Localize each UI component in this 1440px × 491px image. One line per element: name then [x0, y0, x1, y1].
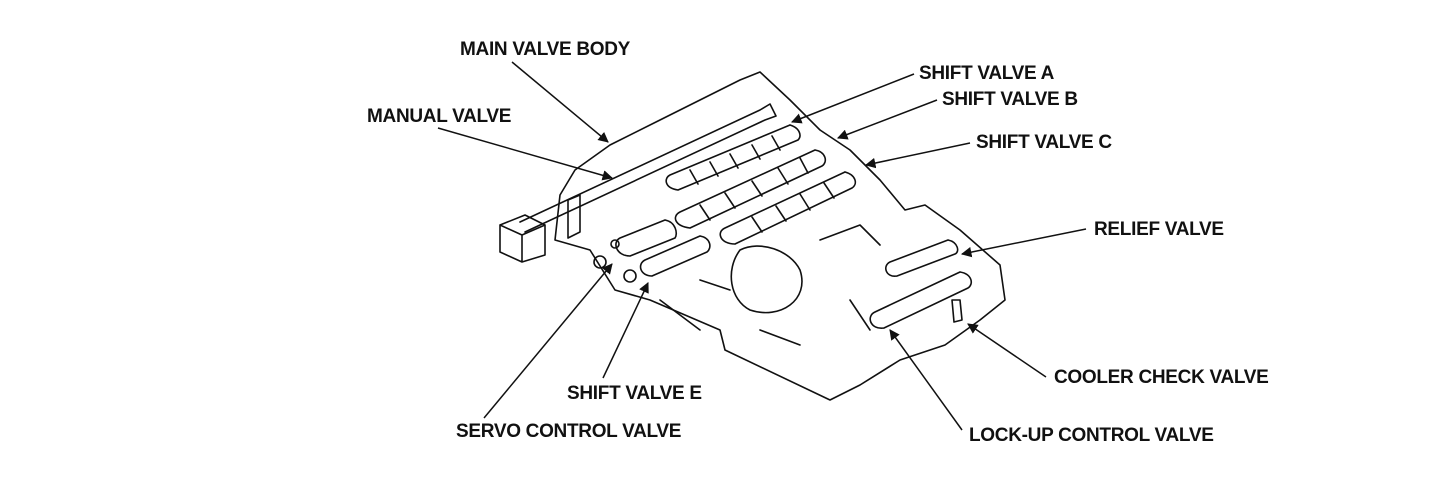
valve-body-contour: [659, 224, 881, 346]
shift-valve-b-spool: [674, 149, 827, 229]
leader-shift-valve-e: [602, 282, 649, 379]
label-shift-valve-b: SHIFT VALVE B: [942, 89, 1078, 110]
servo-control-valve-spool: [615, 219, 678, 257]
shift-valve-a-lands: [689, 135, 781, 185]
leader-shift-valve-a: [791, 73, 915, 124]
port-circle: [623, 269, 637, 283]
label-manual-valve: MANUAL VALVE: [367, 106, 512, 127]
shift-valve-b-lands: [699, 157, 809, 221]
label-shift-valve-e: SHIFT VALVE E: [567, 383, 702, 404]
leader-relief-valve: [960, 228, 1087, 258]
leader-manual-valve: [437, 127, 614, 181]
label-main-valve-body: MAIN VALVE BODY: [460, 39, 631, 60]
cooler-check-valve-body: [951, 299, 963, 323]
leader-servo-control-valve: [483, 263, 613, 419]
label-lock-up-control-valve: LOCK-UP CONTROL VALVE: [969, 425, 1214, 446]
shift-valve-c-spool: [719, 171, 857, 245]
label-shift-valve-c: SHIFT VALVE C: [976, 132, 1112, 153]
manual-valve-rod: [519, 103, 777, 233]
lock-up-control-valve-spool: [869, 271, 973, 329]
relief-valve-spool: [885, 239, 959, 277]
valve-body-outline: [554, 71, 1006, 401]
leader-lock-up-control-valve: [889, 329, 963, 431]
manual-valve-handle: [499, 214, 546, 263]
label-shift-valve-a: SHIFT VALVE A: [919, 63, 1055, 84]
shift-valve-e-spool: [639, 235, 711, 277]
leader-shift-valve-b: [837, 99, 938, 140]
shift-valve-a-spool: [665, 124, 801, 191]
shift-valve-c-lands: [751, 182, 835, 233]
leader-shift-valve-c: [864, 142, 971, 169]
leader-main-valve-body: [511, 61, 609, 143]
leader-cooler-check-valve: [967, 323, 1047, 378]
label-relief-valve: RELIEF VALVE: [1094, 219, 1224, 240]
port-circle: [610, 239, 620, 249]
manual-valve-bracket: [567, 194, 581, 239]
label-cooler-check-valve: COOLER CHECK VALVE: [1054, 367, 1269, 388]
port-circle: [593, 255, 607, 269]
label-servo-control-valve: SERVO CONTROL VALVE: [456, 421, 682, 442]
